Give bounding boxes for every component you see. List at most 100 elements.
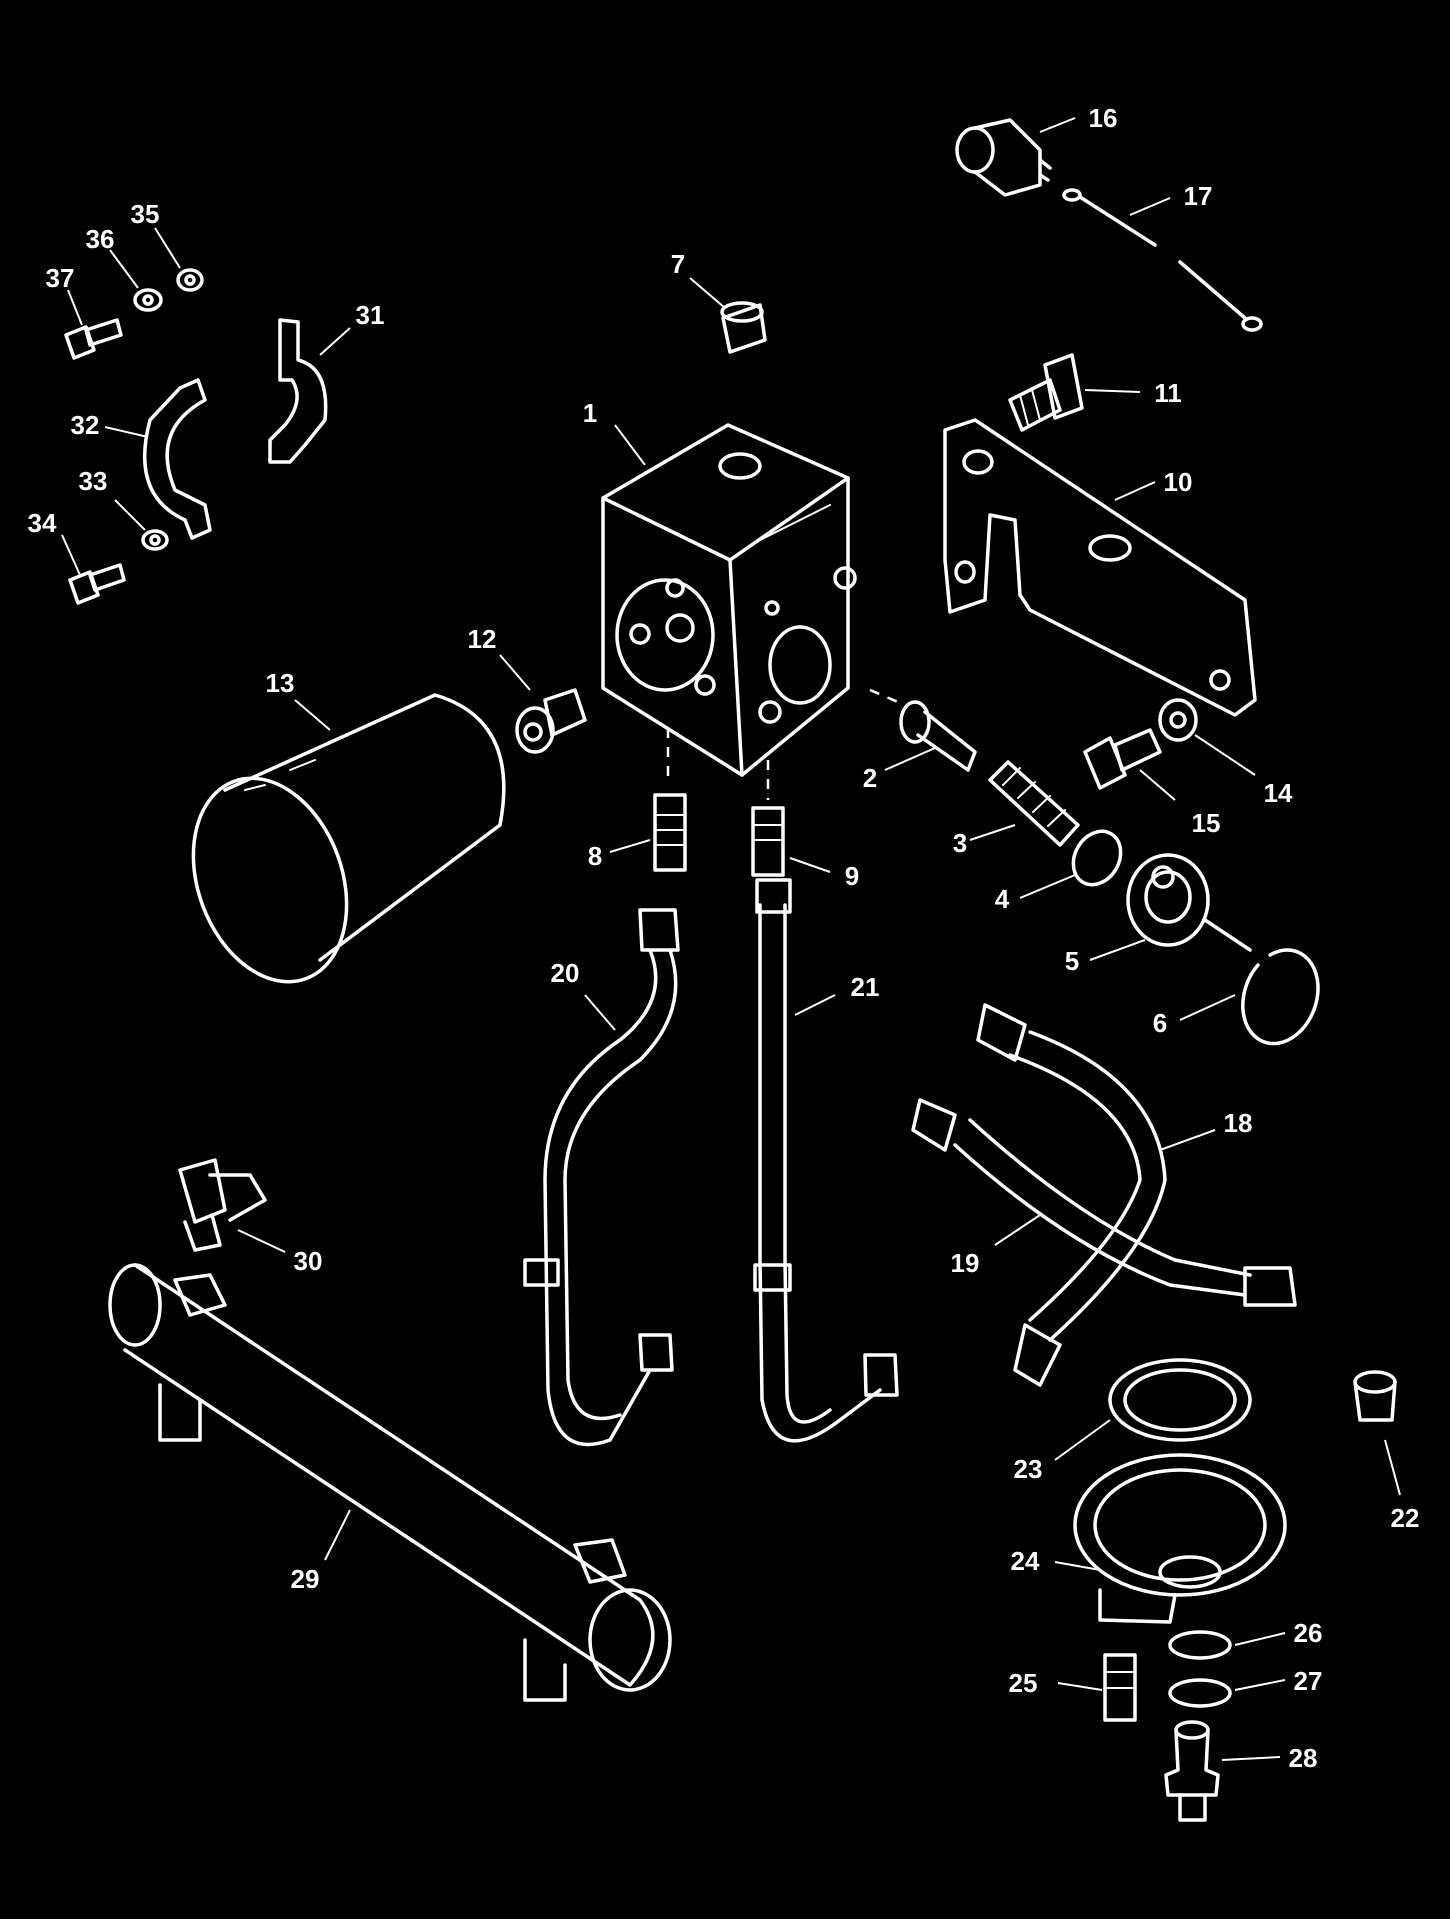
callout-36: 36	[86, 224, 115, 254]
leader-1	[614, 424, 646, 466]
leader-34	[61, 534, 81, 576]
leader-7	[689, 277, 726, 309]
leader-36	[109, 249, 139, 289]
callout-17: 17	[1184, 181, 1213, 211]
part-13-oil-filter	[191, 693, 506, 984]
part-12-plug	[515, 688, 587, 754]
leader-35	[154, 227, 181, 269]
callout-6: 6	[1153, 1008, 1167, 1038]
leader-18	[1159, 1129, 1216, 1151]
leader-12	[499, 654, 531, 691]
callout-20: 20	[551, 958, 580, 988]
leader-4	[1019, 874, 1076, 899]
callout-25: 25	[1009, 1668, 1038, 1698]
part-3-spring	[988, 760, 1080, 847]
callout-30: 30	[294, 1246, 323, 1276]
part-15-bolt	[1083, 728, 1162, 790]
leader-26	[1234, 1632, 1286, 1646]
part-20-oil-pipe	[523, 908, 680, 1447]
leader-19	[994, 1214, 1041, 1246]
callout-26: 26	[1294, 1618, 1323, 1648]
part-11-bolt	[1008, 353, 1084, 432]
part-34-bolt	[68, 563, 126, 605]
part-37-bolt	[64, 318, 123, 360]
leader-27	[1234, 1679, 1286, 1691]
part-21-oil-pipe	[753, 878, 899, 1443]
leader-9	[789, 857, 831, 873]
part-23-seal-ring	[1108, 1358, 1252, 1442]
callout-5: 5	[1065, 946, 1079, 976]
callout-35: 35	[131, 199, 160, 229]
callout-14: 14	[1264, 778, 1293, 808]
callout-4: 4	[995, 884, 1010, 914]
leader-6	[1179, 994, 1236, 1021]
callout-19: 19	[951, 1248, 980, 1278]
callout-31: 31	[356, 300, 385, 330]
part-7-plug	[720, 301, 767, 354]
callout-3: 3	[953, 828, 967, 858]
callout-32: 32	[71, 410, 100, 440]
leader-5	[1089, 939, 1146, 961]
callout-37: 37	[46, 263, 75, 293]
part-9-nipple	[751, 760, 785, 877]
leader-2	[884, 747, 936, 771]
callout-24: 24	[1011, 1546, 1040, 1576]
part-4-o-ring	[1071, 829, 1123, 887]
part-32-clamp	[142, 378, 212, 540]
part-22-cap	[1353, 1370, 1397, 1422]
part-10-bracket	[943, 418, 1257, 717]
callout-10: 10	[1164, 467, 1193, 497]
part-14-washer	[1158, 698, 1198, 742]
part-2-spindle	[869, 688, 977, 772]
leader-15	[1139, 769, 1176, 801]
callout-23: 23	[1014, 1454, 1043, 1484]
part-29-heat-exchanger	[108, 1263, 672, 1702]
callout-22: 22	[1391, 1503, 1420, 1533]
leader-28	[1221, 1756, 1281, 1761]
part-35-nut	[176, 268, 204, 292]
callout-labels: 1 2 3 4 5 6 7 8 9 10 11 12 13 14 15 16 1…	[28, 103, 1420, 1773]
callout-29: 29	[291, 1564, 320, 1594]
callout-21: 21	[851, 972, 880, 1002]
part-24-filter-head	[1073, 1453, 1287, 1624]
leader-30	[237, 1229, 286, 1253]
leader-25	[1057, 1682, 1103, 1691]
part-25-nipple	[1103, 1653, 1137, 1722]
part-17-lead	[1062, 188, 1263, 332]
part-6-circlip	[1241, 948, 1320, 1046]
leader-29	[324, 1509, 351, 1561]
callout-11: 11	[1154, 378, 1182, 408]
callout-2: 2	[863, 763, 877, 793]
callout-9: 9	[845, 861, 859, 891]
callout-18: 18	[1224, 1108, 1253, 1138]
callout-27: 27	[1294, 1666, 1323, 1696]
leader-37	[67, 289, 83, 326]
part-26-o-ring	[1168, 1630, 1232, 1660]
callout-13: 13	[266, 668, 295, 698]
part-36-washer	[133, 288, 163, 312]
part-19-hose	[911, 1098, 1297, 1307]
callout-8: 8	[588, 841, 602, 871]
leader-33	[114, 499, 146, 531]
part-28-adapter	[1164, 1720, 1220, 1822]
callout-7: 7	[671, 249, 685, 279]
leader-8	[609, 839, 651, 853]
part-27-o-ring	[1168, 1678, 1232, 1708]
leader-16	[1039, 117, 1076, 133]
leader-22	[1384, 1439, 1401, 1496]
leader-lines	[61, 117, 1401, 1761]
leader-13	[294, 699, 331, 731]
callout-16: 16	[1089, 103, 1118, 133]
leader-31	[319, 327, 351, 356]
leader-10	[1114, 481, 1156, 501]
callout-34: 34	[28, 508, 57, 538]
part-8-nipple	[653, 728, 687, 872]
callout-12: 12	[468, 624, 497, 654]
leader-17	[1129, 197, 1171, 216]
part-5-thermostat	[1126, 853, 1252, 952]
part-18-hose	[976, 1003, 1167, 1387]
leader-24	[1054, 1561, 1101, 1571]
leader-23	[1054, 1419, 1111, 1461]
leader-21	[794, 994, 836, 1016]
